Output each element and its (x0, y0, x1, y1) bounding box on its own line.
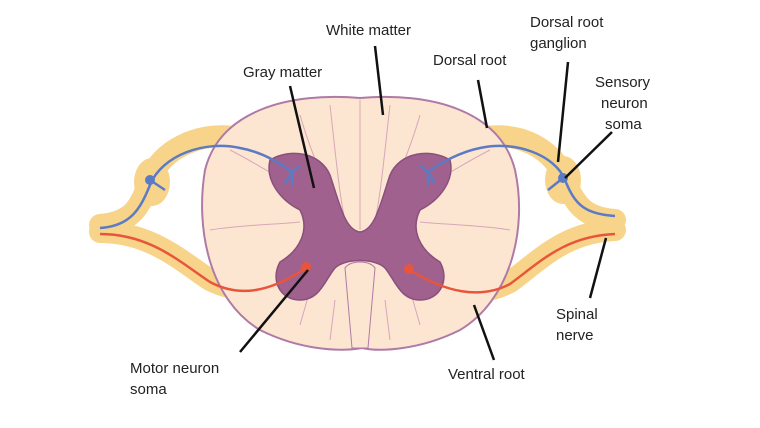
label-motor-line2: soma (130, 381, 167, 398)
label-sensory-line3: soma (605, 116, 642, 133)
left-sensory-soma (145, 175, 155, 185)
label-drg-line1: Dorsal root (530, 14, 604, 31)
right-motor-soma (404, 264, 414, 274)
gray-matter (268, 152, 452, 301)
label-drg-line2: ganglion (530, 35, 587, 52)
label-ventral-root: Ventral root (448, 366, 525, 383)
label-white-matter: White matter (326, 22, 412, 39)
leader-lines (239, 45, 613, 361)
label-gray-matter: Gray matter (243, 64, 323, 81)
label-sensory-line2: neuron (601, 95, 648, 112)
label-sensory-line1: Sensory (595, 74, 651, 91)
motor-neuron (99, 232, 616, 294)
left-motor-soma (301, 262, 311, 272)
ventral-fissure (344, 261, 376, 349)
label-motor-line1: Motor neuron (130, 360, 220, 377)
label-dorsal-root: Dorsal root (433, 52, 507, 69)
right-sensory-soma (558, 173, 568, 183)
label-spinal-line2: nerve (556, 327, 594, 344)
label-spinal-line1: Spinal (556, 306, 598, 323)
